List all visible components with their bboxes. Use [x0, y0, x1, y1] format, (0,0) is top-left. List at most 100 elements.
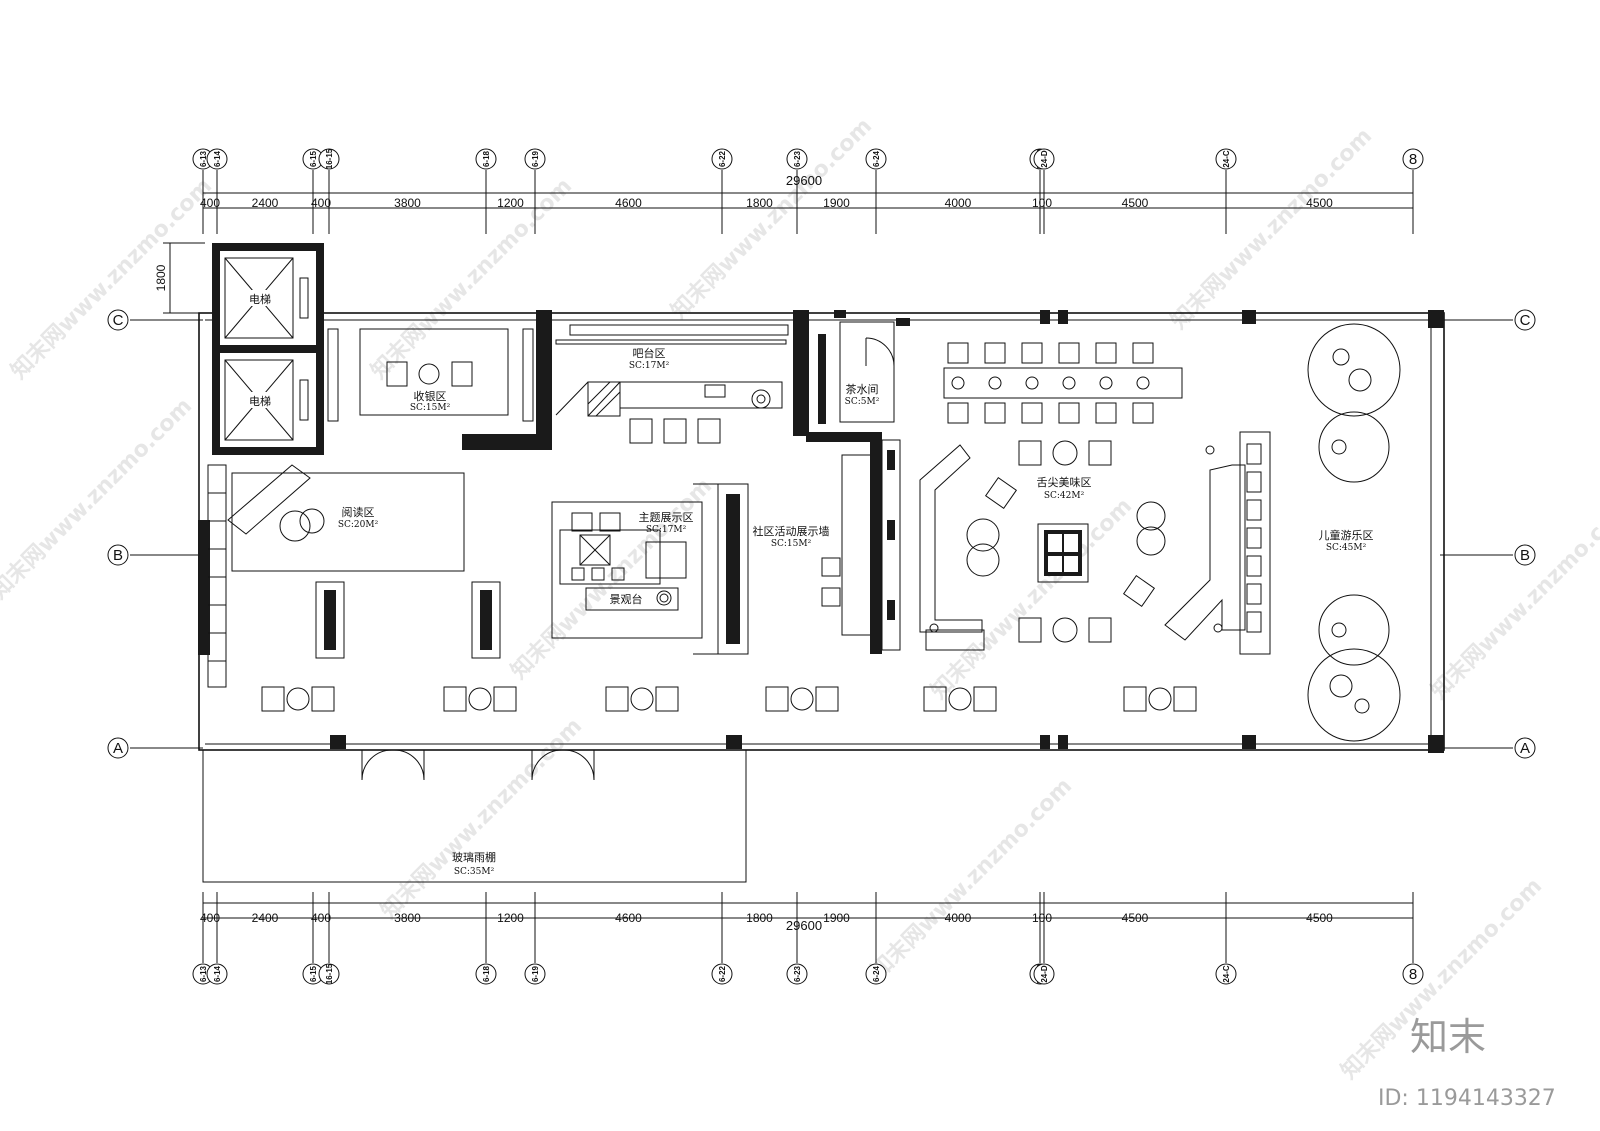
shelf-module [1246, 471, 1262, 493]
shelf-module [1246, 611, 1262, 633]
dining-chair [984, 342, 1006, 364]
furniture [208, 342, 1262, 712]
row-axis-label-left: B [113, 547, 123, 564]
bar-zone [555, 310, 846, 444]
row-axis-bubble-right [1514, 309, 1536, 331]
top-axis-label: 6-22 [718, 150, 727, 167]
bottom-segment-label: 4500 [1306, 911, 1333, 925]
top-segment-label: 1800 [746, 196, 773, 210]
tasting-zone [919, 367, 1271, 655]
top-axis-label: 6-19 [531, 150, 540, 167]
lounge-table [468, 687, 492, 711]
bottom-axis-label: 6-15 [309, 965, 318, 982]
kids-name: 儿童游乐区 [1319, 528, 1374, 542]
watermark-id: ID: 1194143327 [1378, 1086, 1556, 1111]
reading-name: 阅读区 [342, 505, 375, 519]
bottom-segment-label: 1800 [746, 911, 773, 925]
top-axis-label: 6-24 [872, 150, 881, 167]
cafe-chair [1018, 440, 1042, 466]
glass-canopy [202, 749, 747, 883]
row-axis-label-left: A [113, 740, 123, 757]
bottom-segment-label: 3800 [394, 911, 421, 925]
lounge-chair [605, 686, 629, 712]
building-outline [198, 310, 1445, 781]
top-segment-label: 400 [200, 196, 220, 210]
faint-watermark: 知末网www.znzmo.com [6, 173, 217, 384]
lounge-chair [765, 686, 789, 712]
elevator-block [212, 243, 324, 455]
bottom-axis-label: 6-14 [213, 965, 222, 982]
top-axis-label: 6-23 [793, 150, 802, 167]
bottom-axis-bubble [206, 963, 228, 985]
bottom-segment-label: 2400 [252, 911, 279, 925]
lounge-chair [923, 686, 947, 712]
floor-lamp [659, 593, 669, 603]
row-axis-label-right: C [1520, 312, 1531, 329]
total-length-top: 29600 [786, 173, 822, 188]
dining-chair [1132, 342, 1154, 364]
row-axis-bubble-right [1514, 544, 1536, 566]
bottom-segment-label: 1900 [823, 911, 850, 925]
table-lamp [1099, 376, 1113, 390]
top-axis-bubble [711, 148, 733, 170]
dining-chair [1095, 402, 1117, 424]
shelf-module [1246, 583, 1262, 605]
tea-area: SC:5M² [845, 397, 880, 407]
table-lamp [1062, 376, 1076, 390]
top-axis-bubble [1402, 148, 1424, 170]
dimension-chain-top: 6-136-146-1516-156-186-196-226-236-2416-… [192, 148, 1424, 234]
kids-zone [1307, 323, 1401, 742]
top-axis-label: 16-15 [325, 148, 334, 169]
faint-watermark: 知末网www.znzmo.com [926, 493, 1137, 704]
top-axis-label: 6-18 [482, 150, 491, 167]
row-axis-bubble-right [1514, 737, 1536, 759]
top-axis-label: 6-15 [309, 150, 318, 167]
bottom-axis-bubble [711, 963, 733, 985]
top-axis-bubble [786, 148, 808, 170]
faint-watermark: 知末网www.znzmo.com [1426, 493, 1600, 704]
total-length-bottom: 29600 [786, 918, 822, 933]
cafe-table [1052, 440, 1078, 466]
cafe-table [1052, 617, 1078, 643]
lounge-chair [443, 686, 467, 712]
cafe-chair [1088, 617, 1112, 643]
faint-watermark: 知末网www.znzmo.com [376, 713, 587, 924]
row-axis-label-right: B [1520, 547, 1530, 564]
top-axis-label: 6-14 [213, 150, 222, 167]
dining-chair [1058, 342, 1080, 364]
bottom-axis-label: 24-D [1040, 965, 1049, 983]
lounge-chair [973, 686, 997, 712]
dining-chair [947, 342, 969, 364]
bottom-axis-bubble [865, 963, 887, 985]
top-axis-label: 24-C [1222, 150, 1231, 168]
lounge-chair [261, 686, 285, 712]
reading-zone [227, 464, 501, 659]
floor-lamp [1205, 445, 1215, 455]
bottom-axis-label: 6-19 [531, 965, 540, 982]
dining-chair [947, 402, 969, 424]
canopy-area: SC:35M² [454, 867, 495, 877]
bottom-axis-bubble [1402, 963, 1424, 985]
lounge-chair [815, 686, 839, 712]
row-axis-label-left: C [113, 312, 124, 329]
top-segment-label: 400 [311, 196, 331, 210]
tasting-area: SC:42M² [1044, 491, 1085, 501]
faint-watermark: 知末网www.znzmo.com [0, 393, 197, 604]
top-axis-bubble [475, 148, 497, 170]
bottom-segment-label: 1200 [497, 911, 524, 925]
top-segment-label: 2400 [252, 196, 279, 210]
bottom-axis-label: 6-13 [199, 965, 208, 982]
cashier-name: 收银区 [414, 389, 447, 403]
top-axis-label: 24-D [1040, 150, 1049, 168]
canopy-name: 玻璃雨棚 [452, 850, 496, 864]
dining-chair [1132, 402, 1154, 424]
floor-lamp [1213, 623, 1223, 633]
dining-chair [1095, 342, 1117, 364]
top-segment-label: 100 [1032, 196, 1052, 210]
lounge-table [1148, 687, 1172, 711]
bottom-axis-bubble [1215, 963, 1237, 985]
shelf-module [1246, 527, 1262, 549]
bottom-segment-label: 400 [311, 911, 331, 925]
cafe-chair [1088, 440, 1112, 466]
